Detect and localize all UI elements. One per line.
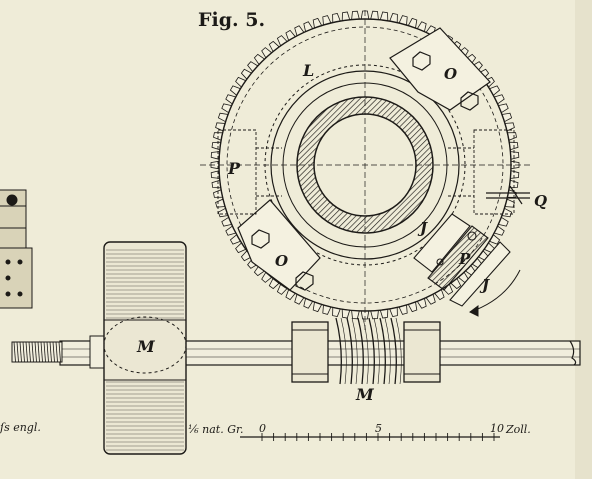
- pin-q: [486, 185, 530, 205]
- pulley-shading: [106, 249, 184, 451]
- label-L: L: [302, 61, 314, 80]
- scale-tick-10: 10: [490, 422, 504, 435]
- label-Q: Q: [534, 192, 547, 210]
- bracket-bottom-left: [237, 199, 321, 291]
- label-P-right: P: [458, 250, 471, 268]
- pulley: [103, 241, 187, 455]
- figure-title: Fig. 5.: [198, 9, 265, 31]
- label-M-pulley: M: [136, 337, 156, 356]
- lug-right: [448, 129, 515, 215]
- left-fragment: [0, 189, 33, 309]
- scale-unit: Zoll.: [505, 423, 531, 436]
- bracket-top-right: [389, 27, 491, 111]
- label-M-worm: M: [355, 385, 375, 404]
- shaft-thread: [13, 341, 61, 363]
- label-J-lower: J: [479, 276, 490, 294]
- scale-left-text: ſs engl.: [0, 421, 41, 434]
- label-O-top: O: [444, 65, 457, 83]
- paper-edge: [575, 0, 592, 479]
- scale-tick-5: 5: [375, 422, 382, 435]
- lug-left: [217, 129, 282, 215]
- worm-gear-wheel: [200, 10, 530, 330]
- label-P-left: P: [227, 159, 241, 178]
- scale-ratio: ⅙ nat. Gr.: [188, 423, 244, 436]
- scale-bar: [240, 433, 500, 441]
- worm-assembly: [291, 317, 441, 385]
- label-J-upper: J: [417, 219, 428, 237]
- worm-threads: [335, 317, 402, 385]
- label-O-left: O: [275, 252, 288, 270]
- scale-tick-0: 0: [259, 422, 266, 435]
- pawl-mechanism: [413, 213, 511, 307]
